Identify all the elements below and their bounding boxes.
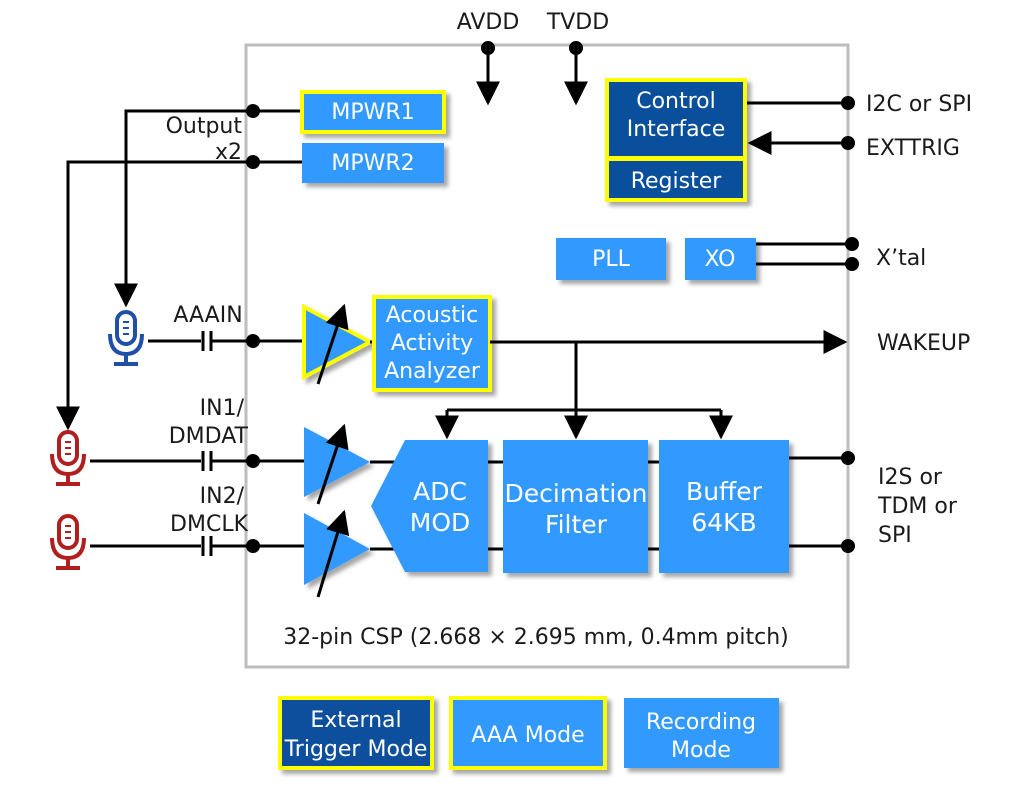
mpwr1-wire: [114, 109, 253, 308]
i2c-spi-label: I2C or SPI: [866, 92, 972, 117]
mpwr1-block: [300, 90, 446, 134]
xo-block: [685, 238, 756, 280]
aaa-mic: [108, 310, 144, 366]
output-section: Output x2: [56, 104, 302, 431]
i2s-label-1: I2S or: [878, 465, 943, 490]
wakeup-label: WAKEUP: [877, 331, 970, 356]
in2-amplifier: [304, 513, 370, 585]
exttrig-label: EXTTRIG: [866, 136, 960, 161]
mpwr2-block: [302, 143, 444, 183]
in2-amp-gain-arrow: [316, 509, 350, 598]
package-label: 32-pin CSP (2.668 × 2.695 mm, 0.4mm pitc…: [283, 625, 789, 650]
mpwr2-wire: [56, 160, 253, 431]
mic-in1: [50, 430, 86, 486]
in2-label-1: IN2/: [200, 484, 245, 509]
in2-pin: [246, 539, 260, 553]
in1-amp-gain-arrow: [316, 423, 349, 505]
interface-label: Interface: [627, 117, 726, 142]
buffer-size-label: 64KB: [691, 508, 756, 537]
aaa-block: [372, 295, 492, 392]
buffer-block: [659, 440, 789, 573]
i2s-pin-2: [841, 539, 855, 553]
i2c-pin: [841, 96, 855, 110]
avdd-label: AVDD: [457, 10, 520, 35]
aaa-label-2: Activity: [391, 331, 473, 356]
mod-label: MOD: [410, 508, 471, 537]
aaain-pin: [246, 334, 260, 348]
legend-aaa-label: AAA Mode: [471, 723, 584, 748]
aaa-label-3: Analyzer: [384, 359, 481, 384]
aaa-label-1: Acoustic: [386, 303, 478, 328]
control-label: Control: [636, 89, 716, 114]
adc-mod-block: [371, 440, 488, 572]
legend-external-label: External: [310, 708, 401, 733]
in1-label-2: DMDAT: [169, 424, 249, 449]
aaa-amp-gain-arrow: [316, 303, 349, 385]
decimation-filter-block: [503, 440, 648, 573]
xo-label: XO: [705, 247, 736, 272]
legend-recording-label: Recording: [646, 710, 756, 735]
legend-mode-label: Mode: [671, 738, 731, 763]
legend-aaa-mode: [449, 696, 607, 770]
adc-label: ADC: [413, 477, 467, 506]
tvdd-label: TVDD: [546, 10, 609, 35]
buffer-label: Buffer: [686, 477, 763, 506]
filter-label: Filter: [545, 510, 608, 539]
mic-in2: [50, 514, 86, 570]
i2s-pin-1: [841, 451, 855, 465]
i2s-label-3: SPI: [878, 523, 912, 548]
i2s-label-2: TDM or: [877, 494, 958, 519]
mpwr1-label: MPWR1: [331, 100, 414, 125]
legend-recording-mode: [624, 698, 779, 768]
register-label: Register: [631, 169, 723, 194]
output-label: Output: [166, 114, 243, 139]
in1-pin: [246, 454, 260, 468]
mpwr2-label: MPWR2: [331, 151, 414, 176]
pll-block: [556, 238, 666, 280]
power-pins: AVDD TVDD: [457, 10, 609, 106]
in2-label-2: DMCLK: [170, 512, 249, 537]
legend-trigger-mode-label: Trigger Mode: [284, 737, 428, 762]
xtal-pin-1: [845, 237, 859, 251]
legend-external-trigger: [278, 696, 434, 770]
xtal-pin-2: [845, 257, 859, 271]
xtal-label: X’tal: [876, 246, 926, 271]
aaain-label: AAAIN: [173, 303, 242, 328]
register-inner: [609, 161, 743, 198]
decimation-label: Decimation: [505, 479, 648, 508]
in1-label-1: IN1/: [200, 396, 245, 421]
control-interface-inner: [609, 82, 743, 156]
in1-amplifier: [304, 427, 370, 497]
exttrig-pin: [841, 136, 855, 150]
pll-label: PLL: [592, 247, 631, 272]
